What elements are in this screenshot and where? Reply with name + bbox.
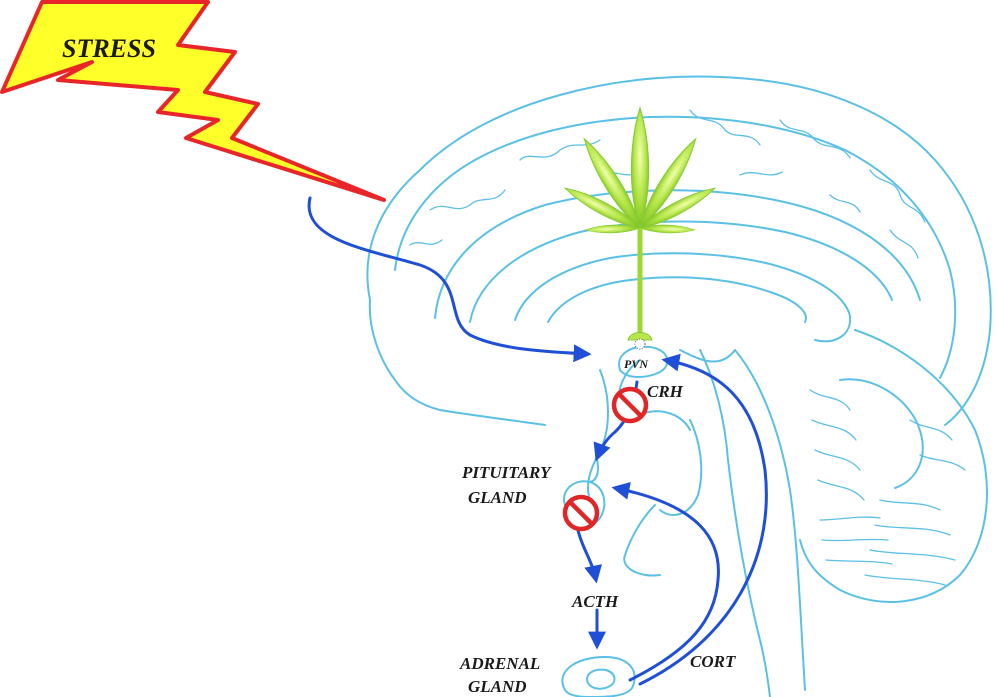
no-entry-icon-acth [562, 494, 600, 532]
adrenal-label-line1: ADRENAL [459, 654, 540, 673]
pituitary-label-line1: PITUITARY [461, 463, 552, 482]
pituitary-label-line2: GLAND [468, 488, 527, 507]
cannabis-leaf-icon [561, 107, 719, 235]
acth-arrow-upper [576, 528, 602, 584]
leaf-stem [627, 228, 653, 350]
pvn-label: PVN [624, 357, 649, 371]
no-entry-icon-crh [611, 386, 649, 424]
crh-label: CRH [647, 382, 684, 401]
acth-label: ACTH [571, 592, 619, 611]
cort-feedback-arrow-pituitary [611, 482, 720, 682]
adrenal-label-line2: GLAND [468, 677, 527, 696]
lightning-bolt-icon [0, 0, 386, 202]
stress-arrow [307, 196, 592, 363]
cort-feedback-arrow-pvn [638, 353, 768, 686]
brain-outline [366, 75, 992, 697]
stress-label: STRESS [62, 34, 156, 63]
cort-label: CORT [690, 652, 736, 671]
